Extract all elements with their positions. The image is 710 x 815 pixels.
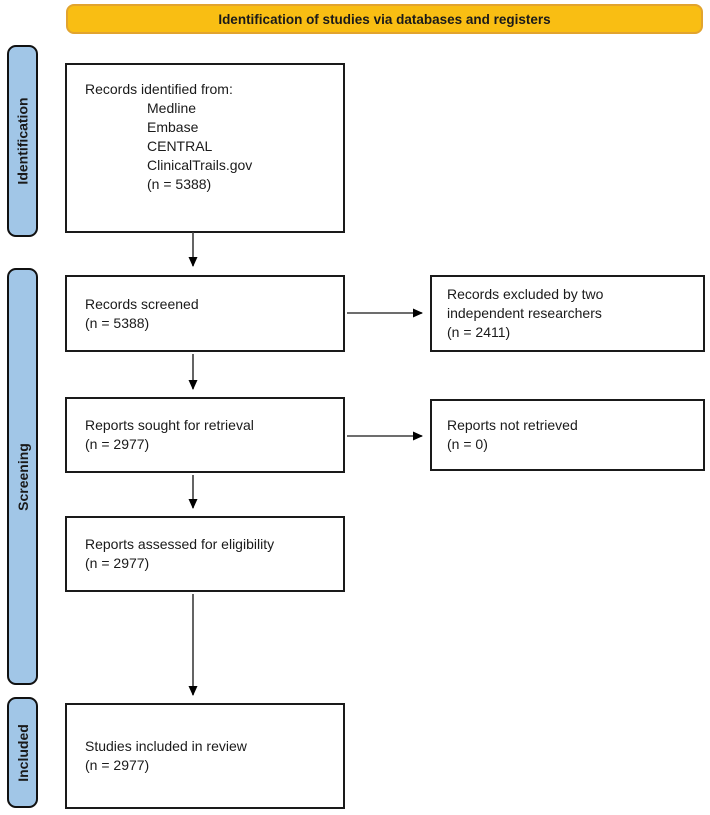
source-central: CENTRAL [147,138,213,154]
box-studies-included: Studies included in review (n = 2977) [65,703,345,809]
stage-bar-identification: Identification [7,45,38,237]
stage-bar-screening: Screening [7,268,38,685]
box-reports-sought: Reports sought for retrieval (n = 2977) [65,397,345,473]
box-text-line: Reports sought for retrieval [85,417,254,433]
box-records-excluded: Records excluded by two independent rese… [430,275,705,352]
box-text-line: Records screened [85,295,199,312]
stage-label-identification: Identification [14,97,31,185]
count-not-retrieved: (n = 0) [447,436,488,452]
box-text-line: Records excluded by two [447,286,604,302]
stage-bar-included: Included [7,697,38,808]
box-records-identified: Records identified from: Medline Embase … [65,63,345,233]
box-text-line: Reports not retrieved [447,417,578,433]
box-text-line: Records identified from: [85,81,233,97]
source-medline: Medline [147,100,197,116]
diagram-title-banner: Identification of studies via databases … [66,4,703,34]
box-reports-assessed: Reports assessed for eligibility (n = 29… [65,516,345,592]
count-screened: (n = 5388) [85,314,150,331]
box-text-line: Studies included in review [85,738,247,754]
stage-label-screening: Screening [14,442,31,511]
count-assessed: (n = 2977) [85,555,150,571]
box-text-line: independent researchers [447,305,602,321]
box-records-screened: Records screened (n = 5388) [65,275,345,352]
box-text-line: Reports assessed for eligibility [85,536,275,552]
box-reports-not-retrieved: Reports not retrieved (n = 0) [430,399,705,471]
source-clinicaltrails: ClinicalTrails.gov [147,157,253,173]
count-excluded: (n = 2411) [447,324,511,340]
stage-label-included: Included [14,723,31,782]
diagram-title: Identification of studies via databases … [218,11,551,27]
count-sought: (n = 2977) [85,436,150,452]
source-embase: Embase [147,119,199,135]
count-included: (n = 2977) [85,757,150,773]
count-identified: (n = 5388) [147,176,212,192]
